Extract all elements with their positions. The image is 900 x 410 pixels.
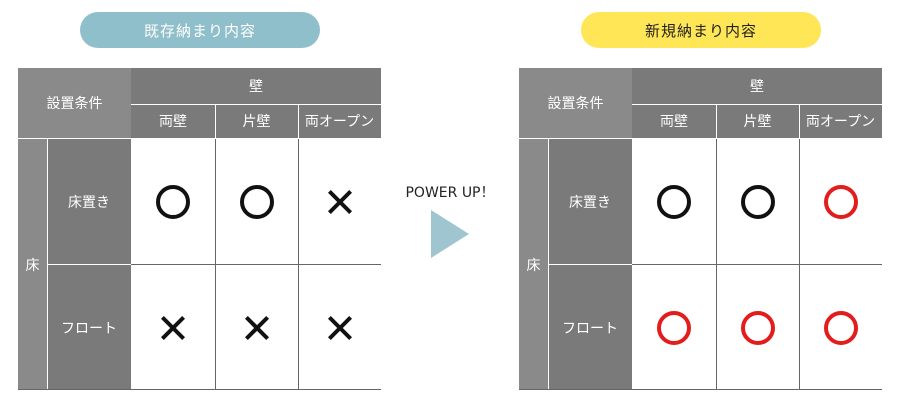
row-floor-standing: 床置き	[548, 139, 632, 264]
row-floating: フロート	[47, 265, 131, 390]
row-floor-standing: 床置き	[47, 139, 131, 264]
new-table: 設置条件 壁 両壁 片壁 両オープン 床 床置き フロート	[519, 68, 882, 390]
grid-line	[519, 389, 882, 390]
divider	[18, 138, 381, 139]
new-header-pill: 新規納まり内容	[581, 12, 821, 48]
mark-cell	[215, 265, 298, 390]
wall-header: 壁	[131, 68, 381, 104]
divider	[519, 138, 882, 139]
mark-cell	[632, 265, 716, 390]
circle-mark	[156, 184, 190, 219]
divider	[47, 264, 131, 265]
condition-header: 設置条件	[519, 68, 632, 138]
divider	[215, 104, 216, 138]
cross-mark	[244, 315, 270, 341]
floor-label: 床	[18, 139, 47, 390]
col-both-open: 両オープン	[799, 104, 882, 138]
col-both-walls: 両壁	[131, 104, 215, 138]
divider	[632, 104, 882, 105]
red-circle-mark	[740, 310, 775, 345]
red-circle-mark	[657, 310, 691, 345]
mark-cell	[632, 139, 716, 264]
mark-cell	[215, 139, 298, 264]
circle-mark	[657, 184, 691, 219]
mark-cell	[131, 265, 215, 390]
col-both-walls: 両壁	[632, 104, 716, 138]
col-one-wall: 片壁	[716, 104, 799, 138]
wall-header: 壁	[632, 68, 882, 104]
new-header-label: 新規納まり内容	[644, 21, 757, 40]
mark-cell	[716, 265, 799, 390]
row-floating: フロート	[548, 265, 632, 390]
cross-mark	[327, 189, 353, 215]
existing-header-label: 既存納まり内容	[143, 21, 256, 40]
grid-line	[632, 264, 882, 265]
existing-header-pill: 既存納まり内容	[80, 12, 320, 48]
red-circle-mark	[823, 310, 858, 345]
mark-cell	[799, 139, 882, 264]
red-circle-mark	[823, 184, 858, 219]
cross-mark	[160, 315, 186, 341]
power-up-label: POWER UP！	[405, 185, 495, 201]
mark-cell	[131, 139, 215, 264]
divider	[799, 104, 800, 138]
col-one-wall: 片壁	[215, 104, 298, 138]
mark-cell	[716, 139, 799, 264]
divider	[716, 104, 717, 138]
mark-cell	[799, 265, 882, 390]
grid-line	[18, 389, 381, 390]
divider	[298, 104, 299, 138]
grid-line	[131, 264, 381, 265]
right-arrow-icon	[431, 210, 469, 258]
divider	[131, 104, 381, 105]
existing-table: 設置条件 壁 両壁 片壁 両オープン 床 床置き フロート	[18, 68, 381, 390]
circle-mark	[239, 184, 274, 219]
mark-cell	[298, 139, 381, 264]
circle-mark	[740, 184, 775, 219]
cross-mark	[327, 315, 353, 341]
col-both-open: 両オープン	[298, 104, 381, 138]
divider	[548, 264, 632, 265]
condition-header: 設置条件	[18, 68, 131, 138]
mark-cell	[298, 265, 381, 390]
floor-label: 床	[519, 139, 548, 390]
